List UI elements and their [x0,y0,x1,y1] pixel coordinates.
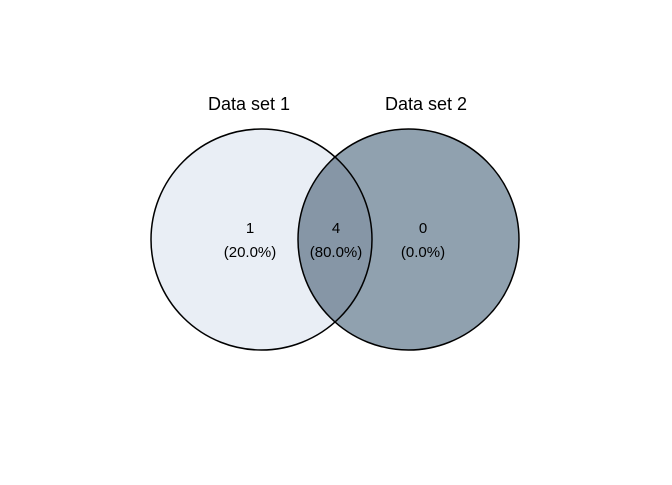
set2-title: Data set 2 [385,94,467,114]
set1-title: Data set 1 [208,94,290,114]
set2-only-percent: (0.0%) [401,244,445,261]
intersection-count: 4 [332,220,340,237]
intersection-percent: (80.0%) [310,244,363,261]
set1-only-count: 1 [246,220,254,237]
set2-only-count: 0 [419,220,427,237]
set1-only-percent: (20.0%) [224,244,277,261]
set1-circle-outline [150,128,373,351]
set2-circle-outline [297,128,520,351]
intersection-region-fill [298,129,372,350]
